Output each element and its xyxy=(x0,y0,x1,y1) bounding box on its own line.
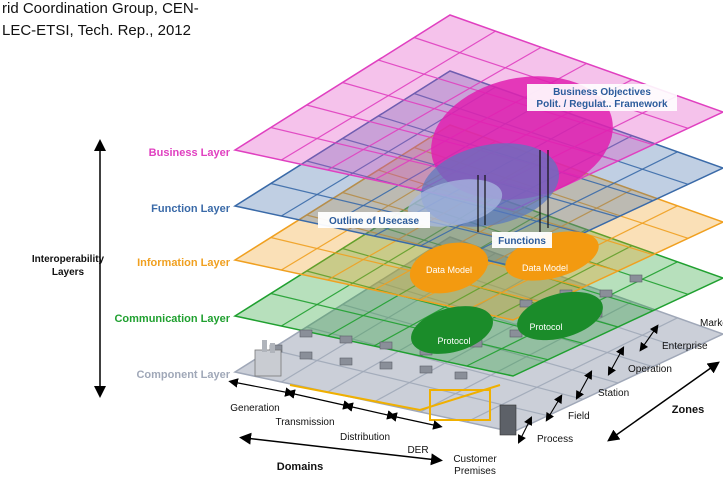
business-objectives-line-1: Business Objectives xyxy=(553,87,651,98)
zone-label-6: Market xyxy=(700,318,723,329)
domains-title: Domains xyxy=(277,461,323,473)
layer-label-1: Business Layer xyxy=(149,147,231,159)
zone-segment-arrow xyxy=(639,324,659,352)
component-device-icon xyxy=(339,357,353,366)
caption-line-1: rid Coordination Group, CEN- xyxy=(2,0,199,17)
layer-grid-line xyxy=(378,281,654,368)
component-device-icon xyxy=(629,274,643,283)
component-device-icon xyxy=(299,329,313,338)
business-objectives-line-2: Polit. / Regulat.. Framework xyxy=(536,99,668,110)
zone-segment-arrow xyxy=(607,346,625,376)
caption-line-2: LEC-ETSI, Tech. Rep., 2012 xyxy=(2,22,191,39)
component-device-icon xyxy=(339,335,353,344)
zone-segment-arrow xyxy=(575,370,593,400)
data-model-label-2: Data Model xyxy=(522,263,568,273)
zone-label-1: Process xyxy=(537,434,573,445)
layer-label-3: Information Layer xyxy=(137,257,231,269)
zones-arrow xyxy=(607,361,720,442)
zone-label-2: Field xyxy=(568,411,590,422)
component-device-icon xyxy=(379,341,393,350)
layer-grid-line xyxy=(270,348,549,417)
domains-arrow xyxy=(239,432,443,466)
zone-segment-arrow xyxy=(545,394,563,422)
domain-label-2: Transmission xyxy=(275,417,334,428)
data-model-shape-1 xyxy=(409,242,489,294)
layer-grid-line xyxy=(270,236,549,305)
protocol-shape-2 xyxy=(517,291,603,341)
layer-label-2: Function Layer xyxy=(151,203,231,215)
zone-label-3: Station xyxy=(598,388,629,399)
domain-segment-arrow xyxy=(228,378,295,397)
component-device-icon xyxy=(519,299,533,308)
interoperability-label-line-2: Layers xyxy=(52,267,85,278)
chimney-icon xyxy=(270,343,275,353)
protocol-label-2: Protocol xyxy=(529,322,562,332)
layer-label-4: Communication Layer xyxy=(114,313,230,325)
business-objectives-box xyxy=(527,84,677,111)
domain-segment-arrow xyxy=(285,389,353,410)
zones-title: Zones xyxy=(672,404,704,416)
protocol-label-1: Protocol xyxy=(437,336,470,346)
domain-segment-arrow xyxy=(387,412,443,430)
data-model-label-1: Data Model xyxy=(426,265,472,275)
domain-label-1: Generation xyxy=(230,403,279,414)
protocol-shape-1 xyxy=(411,306,493,354)
domain-label-5: Premises xyxy=(454,466,496,477)
power-plant-icon xyxy=(254,349,282,377)
layer-grid-line xyxy=(306,326,584,400)
component-device-icon xyxy=(419,365,433,374)
domain-label-4: DER xyxy=(407,445,428,456)
outline-usecase-label: Outline of Usecase xyxy=(329,216,419,227)
component-device-icon xyxy=(379,361,393,370)
zone-label-5: Enterprise xyxy=(662,341,708,352)
domain-label-5: Customer xyxy=(453,454,497,465)
customer-premises-outline xyxy=(429,389,491,421)
functions-label: Functions xyxy=(498,236,546,247)
component-device-icon xyxy=(599,289,613,298)
layer-label-5: Component Layer xyxy=(136,369,230,381)
chimney-icon xyxy=(262,340,267,352)
component-device-icon xyxy=(454,371,468,380)
building-icon xyxy=(499,404,517,436)
outline-usecase-box xyxy=(318,212,430,228)
domain-segment-arrow xyxy=(343,402,397,420)
zone-label-4: Operation xyxy=(628,364,672,375)
layer-grid-line xyxy=(270,292,549,361)
zone-segment-arrow xyxy=(518,416,532,444)
component-device-icon xyxy=(299,351,313,360)
functions-box xyxy=(492,232,552,248)
domain-label-3: Distribution xyxy=(340,432,390,443)
interoperability-label-line-1: Interoperability xyxy=(32,254,105,265)
